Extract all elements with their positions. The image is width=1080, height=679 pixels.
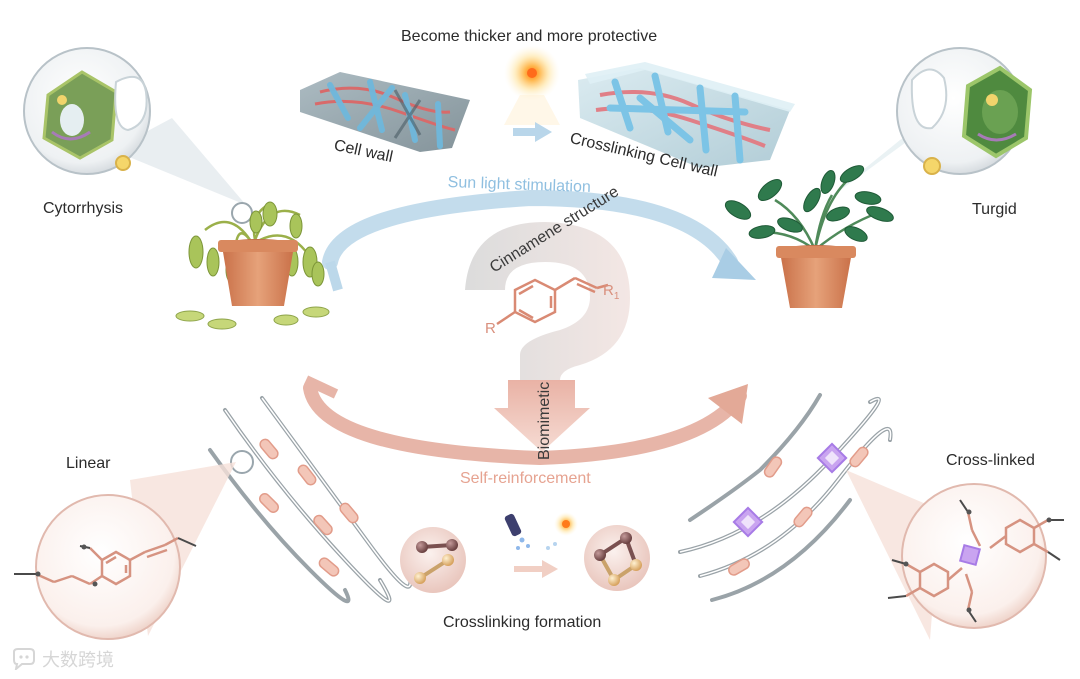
crosslinking-after-circle <box>584 525 650 591</box>
r1-letter: R <box>603 282 614 299</box>
linear-label: Linear <box>66 455 111 472</box>
cell-wall-illustration <box>300 72 470 152</box>
crosslinking-before-circle <box>400 527 466 593</box>
wilted-plant-illustration <box>175 201 330 330</box>
crosslinking-formation-label: Crosslinking formation <box>443 614 602 631</box>
chat-bubble-logo-icon <box>13 648 35 670</box>
crosslinked-molecule-bubble <box>846 470 1064 640</box>
r-group-label: R <box>485 320 496 337</box>
wilted-cell-bubble <box>23 47 246 205</box>
watermark: 大数跨境 <box>10 646 114 672</box>
uv-light-icon <box>504 513 530 550</box>
turgid-plant-illustration <box>724 165 894 308</box>
watermark-text: 大数跨境 <box>42 650 114 671</box>
cinnamene-hook-shape <box>465 222 630 452</box>
sun-icon <box>504 45 560 125</box>
biomimetic-label: Biomimetic <box>536 381 553 460</box>
top-caption: Become thicker and more protective <box>401 28 658 45</box>
small-sun-icon <box>546 512 578 550</box>
cross-linked-label: Cross-linked <box>946 452 1035 469</box>
cytorrhysis-label: Cytorrhysis <box>43 200 124 217</box>
r1-subscript: 1 <box>613 291 620 302</box>
turgid-label: Turgid <box>972 201 1017 218</box>
styrene-structure <box>496 276 609 326</box>
sunlight-arrow <box>322 189 756 292</box>
crosslinking-cell-wall-illustration <box>578 62 795 168</box>
linear-molecule-bubble <box>14 462 236 640</box>
transition-arrow-icon <box>513 122 552 142</box>
crosslinked-polymer-chains <box>678 393 893 602</box>
self-reinforcement-arrow <box>303 375 748 466</box>
formation-arrow-icon <box>514 560 558 578</box>
zoom-circle-icon <box>231 202 253 224</box>
self-reinforcement-label: Self-reinforcement <box>460 470 591 487</box>
linear-polymer-chains <box>208 396 413 604</box>
turgid-cell-bubble <box>820 47 1033 205</box>
r1-group-label: R1 <box>603 282 619 302</box>
